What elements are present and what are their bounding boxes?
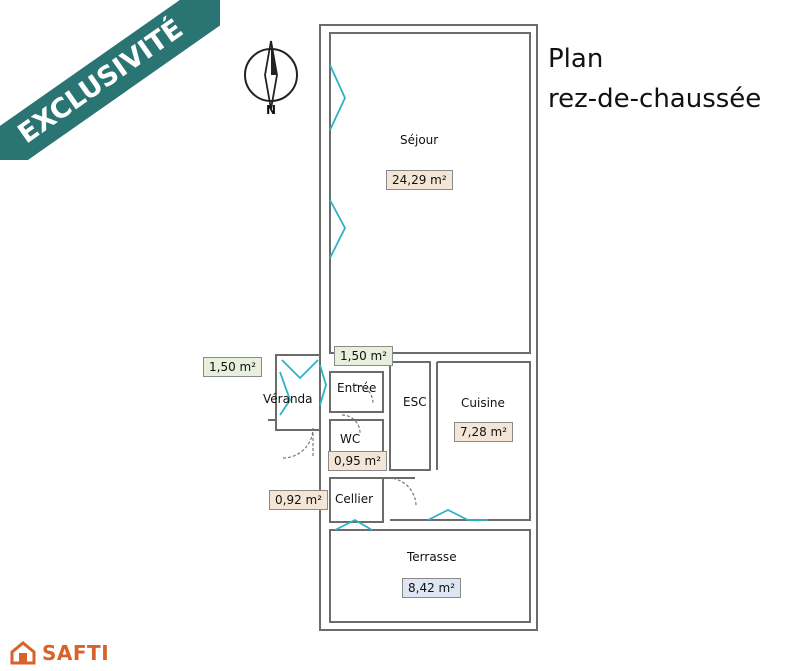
window-cellier xyxy=(334,518,373,531)
badge-text: EXCLUSIVITÉ xyxy=(0,0,220,160)
room-wc-label: WC xyxy=(340,432,361,446)
veranda-door-swing xyxy=(282,427,314,459)
room-wc-area: 0,95 m² xyxy=(328,451,388,471)
room-esc-label: ESC xyxy=(403,395,427,409)
brand-name: SAFTI xyxy=(42,641,110,665)
window-entree xyxy=(319,364,327,406)
compass-north-label: N xyxy=(266,103,277,117)
house-icon xyxy=(10,641,36,665)
window-veranda xyxy=(281,359,319,380)
terrasse-wall xyxy=(329,529,531,623)
room-entree-area: 1,50 m² xyxy=(334,346,394,366)
plan-subtitle: rez-de-chaussée xyxy=(548,84,762,114)
exclusive-badge: EXCLUSIVITÉ xyxy=(0,0,220,160)
room-entree-label: Entrée xyxy=(337,381,377,395)
sejour-wall xyxy=(329,32,531,354)
cellier-wall xyxy=(329,477,384,523)
veranda-wall xyxy=(275,354,320,431)
compass-icon xyxy=(244,40,298,110)
room-terrasse-area: 8,42 m² xyxy=(402,578,462,598)
room-cellier-label: Cellier xyxy=(335,492,374,506)
room-veranda-label: Véranda xyxy=(263,392,313,406)
plan-title: Plan xyxy=(548,44,604,74)
wc-door-swing xyxy=(341,414,361,434)
entree-wall xyxy=(329,371,384,413)
window-veranda-side xyxy=(279,371,291,416)
cellier-door-swing xyxy=(387,477,417,507)
room-terrasse-label: Terrasse xyxy=(407,550,457,564)
esc-wall xyxy=(389,361,431,471)
window-sejour-2 xyxy=(329,199,347,259)
room-sejour-area: 24,29 m² xyxy=(386,170,453,190)
outer-wall xyxy=(319,24,538,631)
safti-logo: SAFTI xyxy=(10,640,109,666)
room-cellier-area: 0,92 m² xyxy=(269,490,329,510)
room-veranda-area: 1,50 m² xyxy=(203,357,263,377)
entree-door-swing xyxy=(354,384,374,404)
room-sejour-label: Séjour xyxy=(400,133,439,147)
room-cuisine-label: Cuisine xyxy=(461,396,505,410)
room-cuisine-area: 7,28 m² xyxy=(454,422,514,442)
window-sejour-1 xyxy=(329,64,346,131)
window-cuisine xyxy=(427,508,488,521)
